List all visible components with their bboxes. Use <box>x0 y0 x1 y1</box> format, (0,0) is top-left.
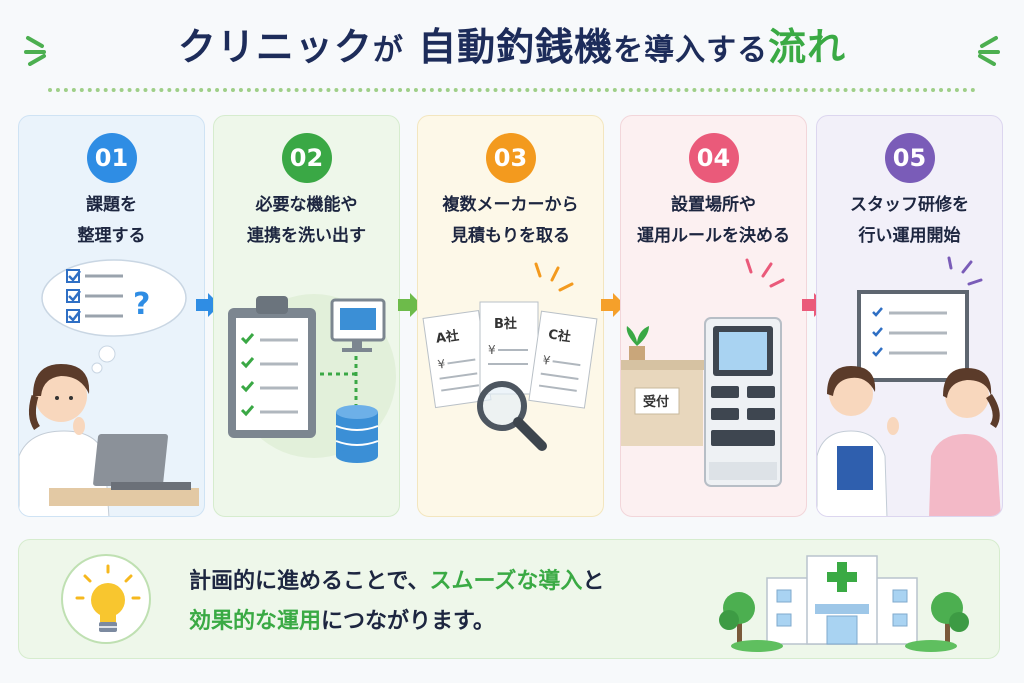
change-machine-icon <box>704 317 782 487</box>
lightbulb-icon <box>75 564 141 632</box>
step-label: 課題を 整理する <box>19 190 204 252</box>
title-part-ga: が <box>372 33 404 68</box>
magnifier-icon <box>477 381 547 451</box>
step-card-1: 01 課題を 整理する ? <box>18 115 205 517</box>
step-number-badge: 01 <box>86 133 137 183</box>
step-label-line2: 連携を洗い出す <box>247 226 366 246</box>
quote-a-label: A社 <box>435 328 460 347</box>
quote-b-label: B社 <box>494 316 517 332</box>
yen-symbol: ¥ <box>542 353 552 368</box>
step-number-badge: 03 <box>485 133 536 183</box>
step-label-line2: 行い運用開始 <box>858 226 961 246</box>
title-part-clinic: クリニック <box>177 25 373 69</box>
summary-highlight: スムーズな導入 <box>429 569 583 594</box>
step-label-line1: 課題を <box>86 195 137 215</box>
tree-icon <box>931 592 969 644</box>
step-label-line1: 設置場所や <box>671 195 756 215</box>
summary-text: 計画的に進めることで、 <box>189 569 430 594</box>
step-number-badge: 02 <box>281 133 332 183</box>
plant-icon <box>626 326 649 360</box>
tree-icon <box>719 592 755 644</box>
clinic-building-icon <box>719 555 969 652</box>
quotes-comparison-illustration: A社 ¥ B社 ¥ C社 ¥ <box>422 262 598 451</box>
summary-message: 計画的に進めることで、スムーズな導入と 効果的な運用につながります。 <box>189 562 604 642</box>
summary-highlight: 効果的な運用 <box>189 609 322 634</box>
title-part-introduce: を導入する <box>613 33 769 68</box>
quote-c-label: C社 <box>547 326 572 345</box>
yen-symbol: ¥ <box>437 357 447 372</box>
summary-text: と <box>582 569 605 594</box>
arrow-right-icon <box>398 293 422 317</box>
lightbulb-badge <box>61 554 151 644</box>
title-part-flow: 流れ <box>768 25 847 69</box>
step-card-4: 04 設置場所や 運用ルールを決める 受付 <box>620 115 807 517</box>
checklist-icon <box>66 269 123 323</box>
reception-sign: 受付 <box>643 394 669 410</box>
arrow-right-icon <box>601 293 625 317</box>
step-label: 必要な機能や 連携を洗い出す <box>214 190 399 252</box>
whiteboard-icon <box>857 290 969 382</box>
sparkle-left-icon <box>24 36 46 66</box>
summary-banner: 計画的に進めることで、スムーズな導入と 効果的な運用につながります。 <box>18 539 1000 659</box>
step-label: 複数メーカーから 見積もりを取る <box>418 190 603 252</box>
clipboard-icon <box>228 296 316 438</box>
step-label-line2: 見積もりを取る <box>451 226 570 246</box>
title-divider <box>48 88 976 92</box>
sparkle-right-icon <box>978 36 1000 66</box>
database-icon <box>335 405 379 463</box>
step-number-badge: 05 <box>884 133 935 183</box>
step-label: 設置場所や 運用ルールを決める <box>621 190 806 252</box>
title-part-machine: 自動釣銭機 <box>418 25 614 69</box>
step-label: スタッフ研修を 行い運用開始 <box>817 190 1002 252</box>
monitor-icon <box>330 298 386 352</box>
medical-cross-icon <box>827 562 857 592</box>
step-card-2: 02 必要な機能や 連携を洗い出す <box>213 115 400 517</box>
step-label-line1: スタッフ研修を <box>850 195 969 215</box>
requirements-illustration <box>228 294 396 463</box>
step-label-line1: 必要な機能や <box>255 195 358 215</box>
question-mark-icon: ? <box>133 287 150 322</box>
summary-text: につながります。 <box>321 609 495 634</box>
step-label-line2: 整理する <box>77 226 146 246</box>
installation-illustration: 受付 <box>621 258 785 487</box>
step-label-line1: 複数メーカーから <box>442 195 579 215</box>
step-card-3: 03 複数メーカーから 見積もりを取る A社 ¥ B社 ¥ C社 ¥ <box>417 115 604 517</box>
thinking-staff-illustration: ? <box>19 259 199 516</box>
training-illustration <box>817 256 1001 516</box>
page-title: クリニックが 自動釣銭機を導入する流れ <box>0 16 1024 71</box>
yen-symbol: ¥ <box>488 343 496 357</box>
step-number-badge: 04 <box>688 133 739 183</box>
step-label-line2: 運用ルールを決める <box>637 226 790 246</box>
step-card-5: 05 スタッフ研修を 行い運用開始 <box>816 115 1003 517</box>
